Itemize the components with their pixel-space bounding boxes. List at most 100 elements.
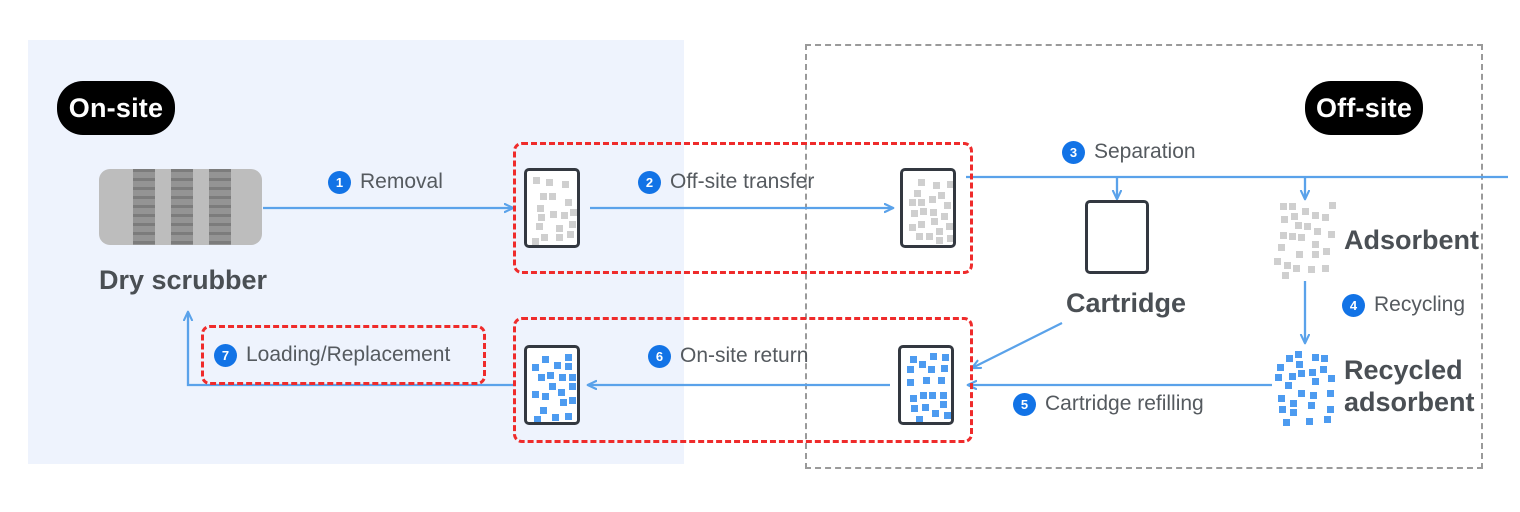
particle xyxy=(936,237,943,244)
particle xyxy=(918,179,925,186)
particle xyxy=(561,212,568,219)
step-2-label: Off-site transfer xyxy=(670,170,815,193)
badge-off-site: Off-site xyxy=(1305,81,1423,135)
step-1-removal: 1 Removal xyxy=(328,170,443,194)
particle xyxy=(1328,375,1335,382)
particle xyxy=(947,235,953,242)
particle xyxy=(532,238,539,245)
recycled-adsorbent-line2: adsorbent xyxy=(1344,386,1475,417)
particle xyxy=(1312,251,1319,258)
particle xyxy=(1278,395,1285,402)
particle xyxy=(1322,265,1329,272)
step-5-number: 5 xyxy=(1013,392,1036,416)
particle xyxy=(907,366,914,373)
particle xyxy=(940,401,947,408)
particle xyxy=(1291,213,1298,220)
particle xyxy=(1284,262,1291,269)
particle xyxy=(946,223,953,230)
particle xyxy=(1286,355,1293,362)
particle xyxy=(944,412,951,419)
step-4-recycling: 4 Recycling xyxy=(1342,293,1465,317)
particle xyxy=(560,399,567,406)
particle xyxy=(1328,231,1335,238)
particle xyxy=(929,392,936,399)
particle xyxy=(550,211,557,218)
step-2-number: 2 xyxy=(638,170,661,194)
particle xyxy=(932,410,939,417)
particle xyxy=(549,383,556,390)
step-3-label: Separation xyxy=(1094,140,1196,163)
particle xyxy=(1296,361,1303,368)
particle xyxy=(909,224,916,231)
particle xyxy=(558,389,565,396)
particle xyxy=(541,234,548,241)
step-5-label: Cartridge refilling xyxy=(1045,392,1204,415)
dry-scrubber-label: Dry scrubber xyxy=(99,265,268,295)
particle xyxy=(942,354,949,361)
particle xyxy=(549,193,556,200)
particle xyxy=(569,383,576,390)
particle xyxy=(533,177,540,184)
particle xyxy=(1306,418,1313,425)
cartridge-spent-offsite xyxy=(900,168,956,248)
particle xyxy=(1327,390,1334,397)
particle xyxy=(938,192,945,199)
particle xyxy=(537,205,544,212)
particle xyxy=(920,392,927,399)
particle xyxy=(565,199,572,206)
particle xyxy=(911,405,918,412)
particle xyxy=(1322,214,1329,221)
particle xyxy=(928,366,935,373)
badge-on-site: On-site xyxy=(57,81,175,135)
adsorbent-label: Adsorbent xyxy=(1344,225,1479,255)
step-7-loading-replacement: 7 Loading/Replacement xyxy=(214,343,450,367)
particle xyxy=(1281,216,1288,223)
particle xyxy=(938,377,945,384)
particle xyxy=(910,395,917,402)
step-6-on-site-return: 6 On-site return xyxy=(648,344,808,368)
particle xyxy=(1293,265,1300,272)
particle xyxy=(1327,406,1334,413)
cartridge-refilled-onsite xyxy=(524,345,580,425)
cartridge-empty xyxy=(1085,200,1149,274)
step-7-number: 7 xyxy=(214,343,237,367)
particle xyxy=(910,356,917,363)
particle xyxy=(1298,390,1305,397)
cartridge-refilled-offsite xyxy=(898,345,954,425)
particle xyxy=(1304,223,1311,230)
step-5-cartridge-refilling: 5 Cartridge refilling xyxy=(1013,392,1204,416)
particle xyxy=(918,221,925,228)
particle xyxy=(569,374,576,381)
particle xyxy=(933,182,940,189)
particle xyxy=(542,393,549,400)
particle xyxy=(1312,378,1319,385)
particle xyxy=(565,363,572,370)
particle xyxy=(567,231,574,238)
particle xyxy=(909,199,916,206)
particle xyxy=(556,225,563,232)
particle xyxy=(907,379,914,386)
step-7-label: Loading/Replacement xyxy=(246,343,451,366)
particle xyxy=(532,364,539,371)
particle xyxy=(565,413,572,420)
particle xyxy=(1282,272,1289,279)
particle xyxy=(1323,248,1330,255)
particle xyxy=(540,407,547,414)
particle xyxy=(569,397,576,404)
particle xyxy=(1329,202,1336,209)
particle xyxy=(914,190,921,197)
particle xyxy=(1289,373,1296,380)
particle xyxy=(1295,351,1302,358)
particle xyxy=(1308,402,1315,409)
particle xyxy=(1314,228,1321,235)
particle xyxy=(1280,232,1287,239)
callout-box-transfer xyxy=(513,142,973,274)
recycled-adsorbent-label: Recycled adsorbent xyxy=(1344,355,1475,419)
particle xyxy=(936,228,943,235)
step-4-number: 4 xyxy=(1342,293,1365,317)
particle xyxy=(1285,382,1292,389)
particle xyxy=(1296,251,1303,258)
particle xyxy=(1279,406,1286,413)
particle xyxy=(929,196,936,203)
